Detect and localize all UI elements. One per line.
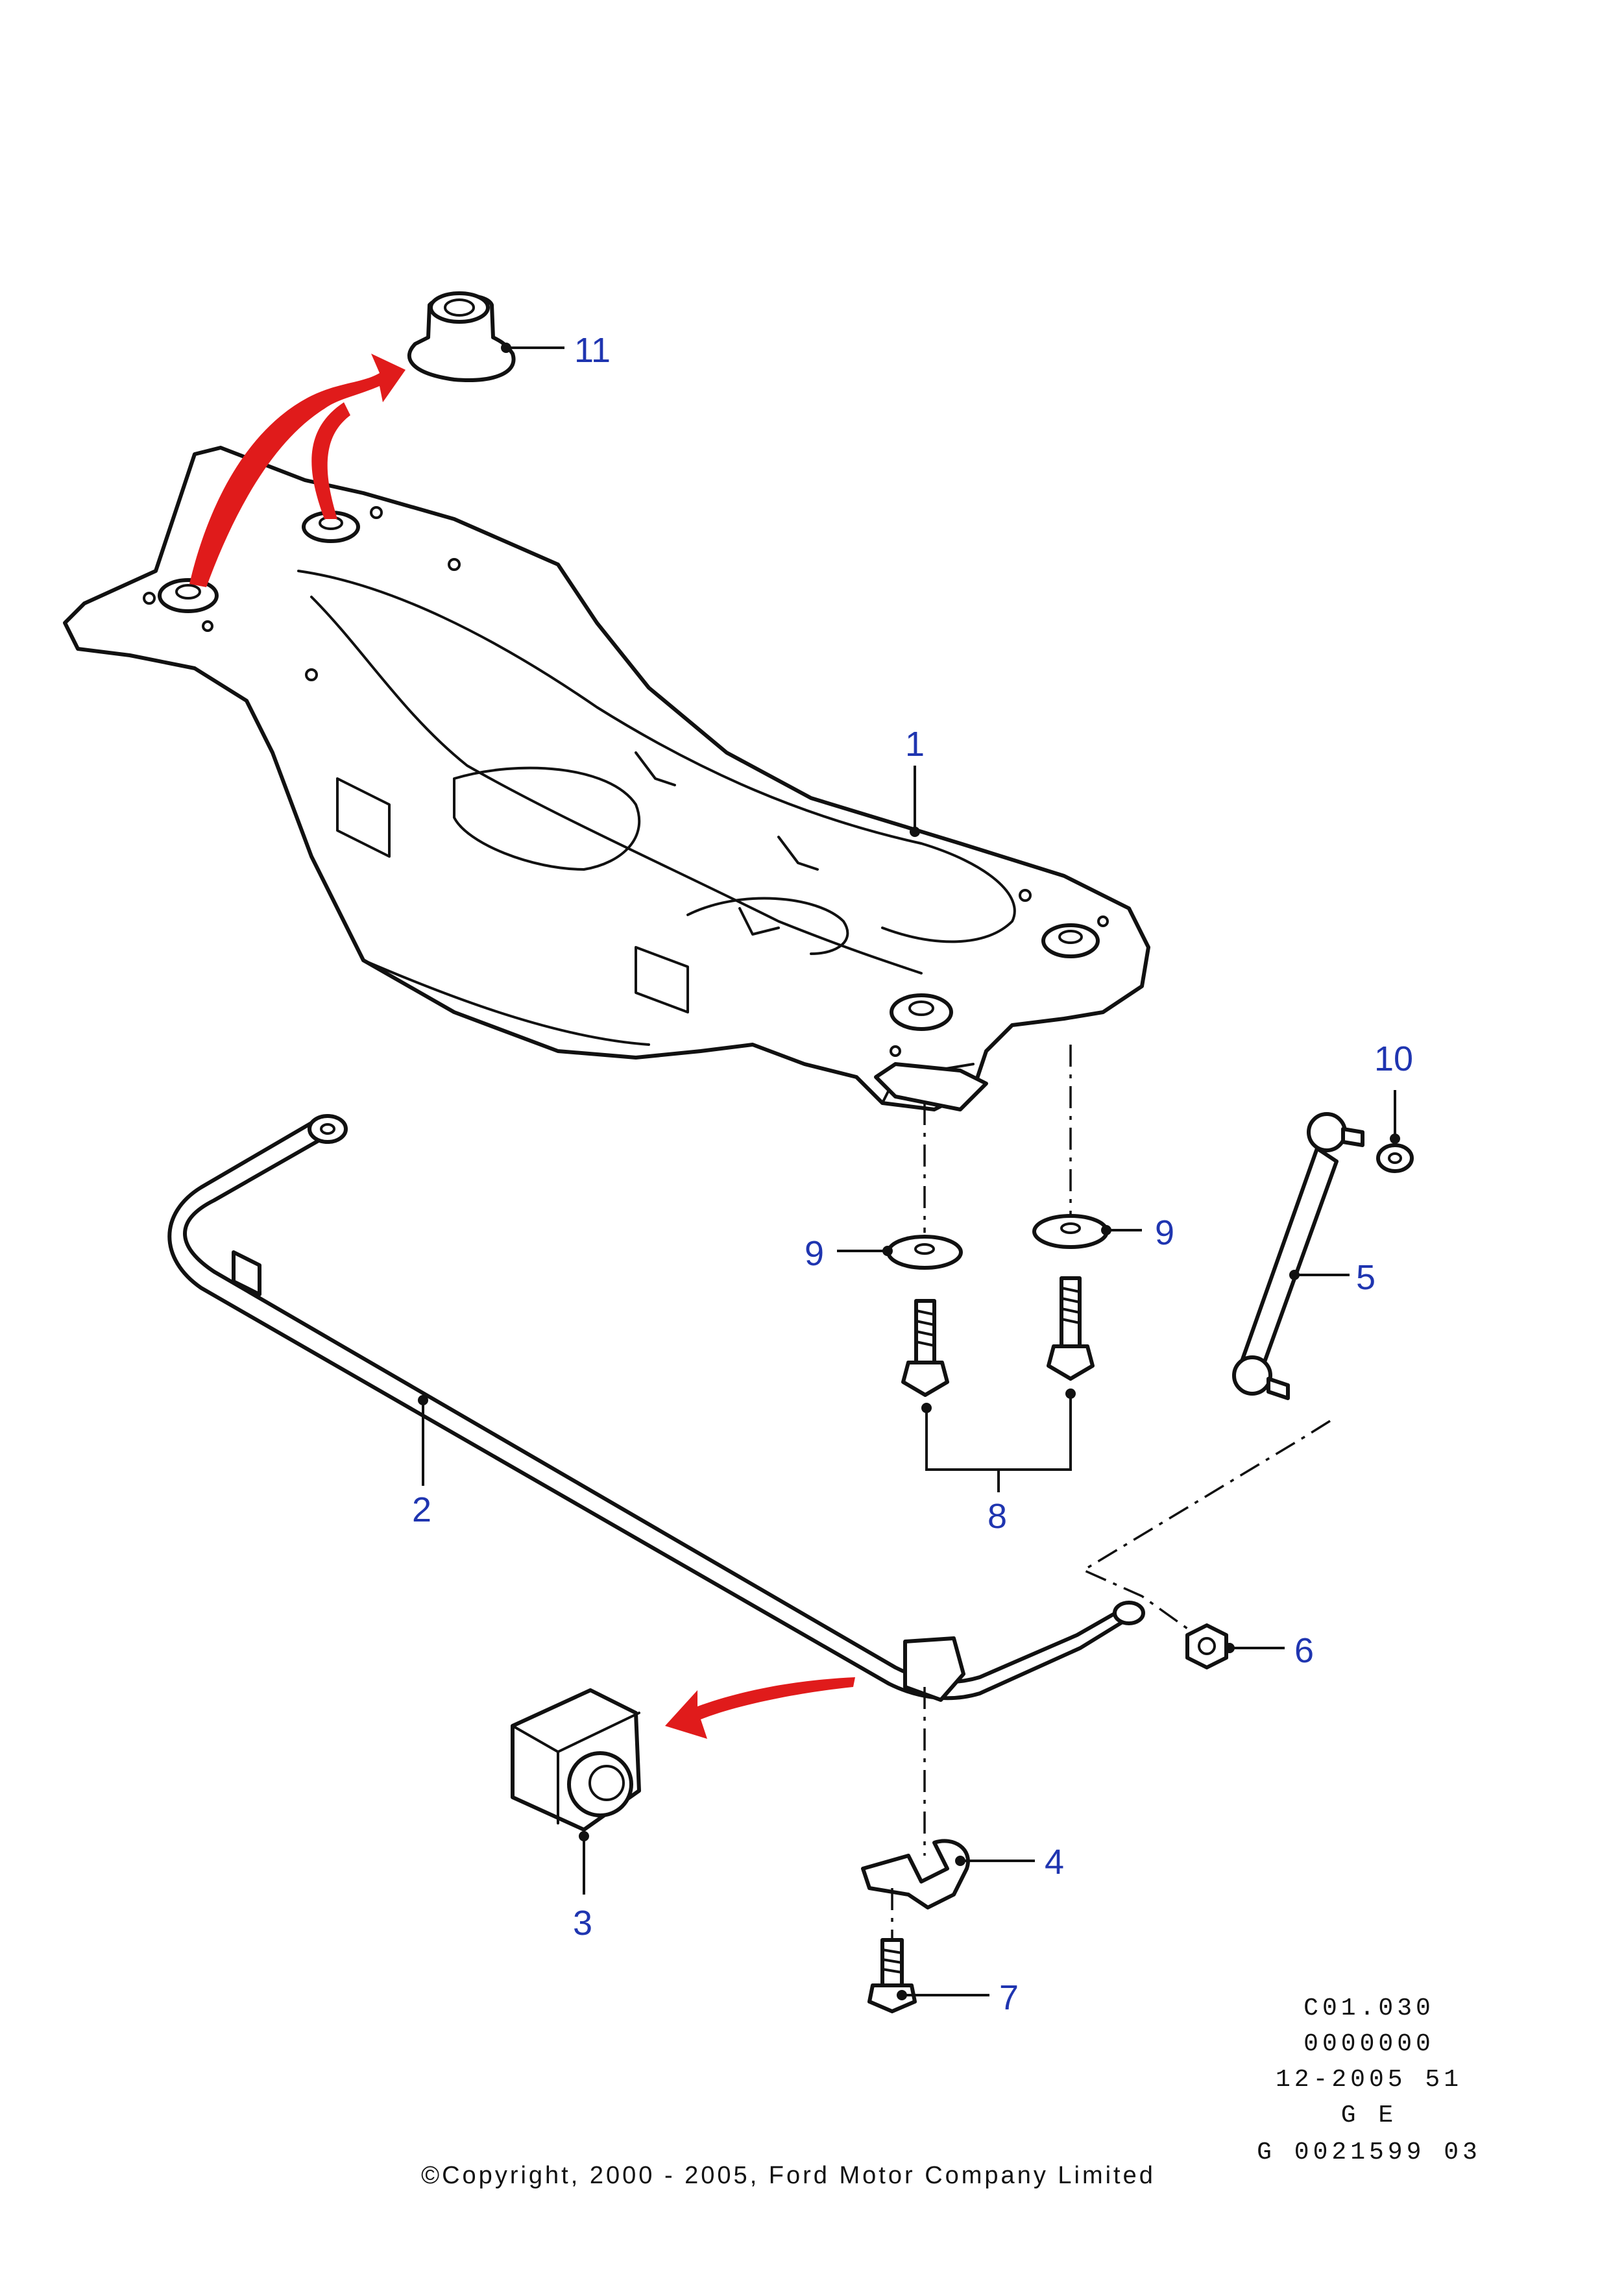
callout-9-left: 9 (805, 1234, 824, 1273)
subframe-washer-right (1032, 1214, 1142, 1249)
reference-line-4: G E (1341, 2102, 1397, 2129)
subframe-washer-left (837, 1235, 963, 1270)
callout-3: 3 (573, 1904, 592, 1943)
callout-4: 4 (1045, 1843, 1064, 1882)
reference-line-2: 0000000 (1303, 2030, 1435, 2058)
clamp-bolt (867, 1938, 989, 2013)
subframe-bush (407, 291, 564, 382)
reference-block: C01.030 0000000 12-2005 51 G E G 0021599… (1257, 1994, 1481, 2166)
stabilizer-link (1232, 1112, 1364, 1400)
callout-10: 10 (1374, 1039, 1413, 1078)
red-arrow-icon-3 (665, 1677, 855, 1739)
reference-line-3: 12-2005 51 (1276, 2066, 1462, 2094)
callout-labels: 1 2 3 4 5 6 7 8 9 9 10 11 (412, 331, 1413, 2017)
link-nut (1185, 1623, 1285, 1669)
callout-9-right: 9 (1155, 1213, 1174, 1252)
callout-1: 1 (905, 725, 925, 764)
stabilizer-bar (167, 1114, 1145, 1702)
callout-6: 6 (1294, 1631, 1314, 1670)
subframe-bolts (901, 1276, 1095, 1492)
callout-8: 8 (988, 1497, 1007, 1536)
reference-line-5: G 0021599 03 (1257, 2139, 1481, 2166)
copyright-notice: ©Copyright, 2000 - 2005, Ford Motor Comp… (421, 2162, 1156, 2189)
red-arrow-icon-2 (311, 402, 350, 519)
assembly-lines (891, 1045, 1331, 1940)
bush-clamp (861, 1839, 1035, 1909)
stabilizer-bar-bush (511, 1688, 641, 1895)
reference-line-1: C01.030 (1303, 1994, 1435, 2022)
washer (1376, 1090, 1414, 1173)
callout-7: 7 (999, 1978, 1019, 2017)
callout-5: 5 (1356, 1258, 1376, 1297)
subframe-crossmember (63, 446, 1150, 1111)
callout-2: 2 (412, 1490, 431, 1529)
red-arrow-icon (189, 354, 406, 587)
callout-11: 11 (574, 331, 611, 370)
